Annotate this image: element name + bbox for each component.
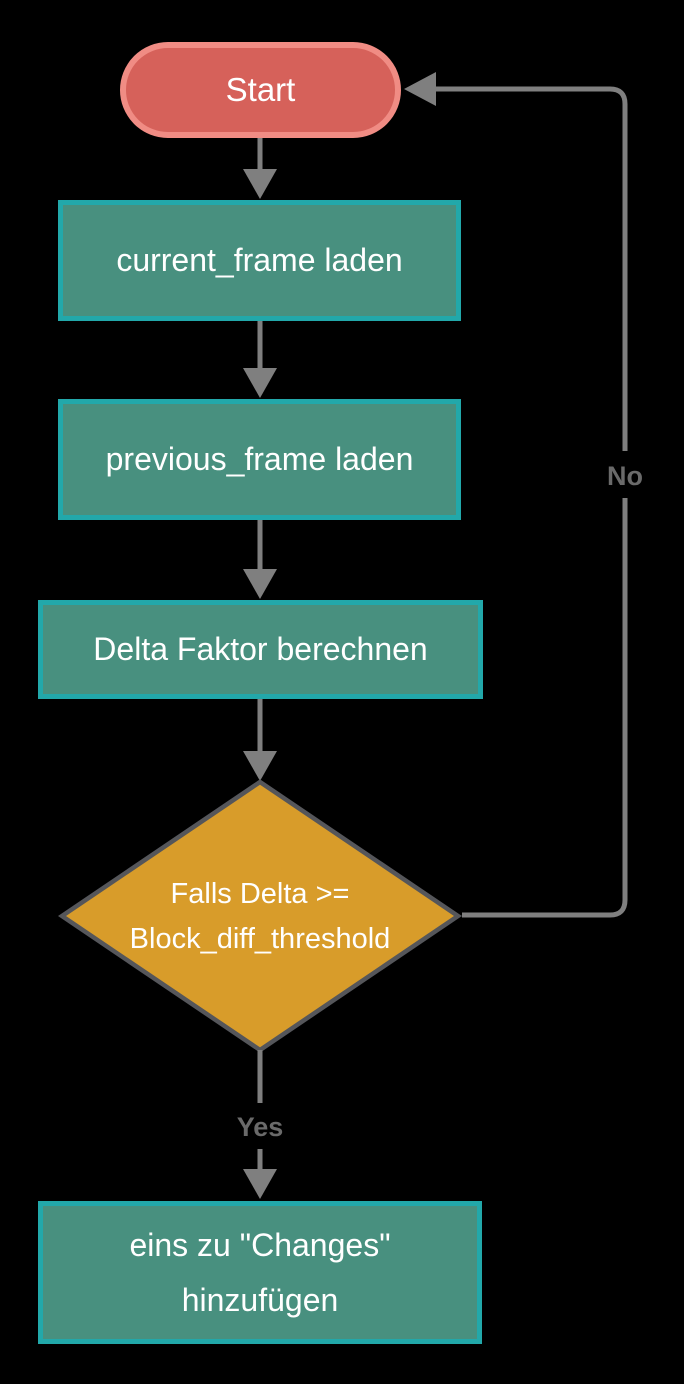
edge-label-yes: Yes <box>220 1105 300 1149</box>
node-load-current-frame-label: current_frame laden <box>116 242 403 278</box>
arrowhead-previous-to-delta <box>243 569 277 599</box>
edge-label-no: No <box>585 454 665 498</box>
decision-label-line1: Falls Delta >= <box>170 878 350 910</box>
node-compute-delta: Delta Faktor berechnen <box>38 600 483 699</box>
edge-decision-to-start-no-loop <box>436 86 628 918</box>
node-compute-delta-label: Delta Faktor berechnen <box>93 631 428 667</box>
add-to-changes-line1: eins zu "Changes" <box>129 1226 391 1263</box>
node-start-label: Start <box>225 71 296 108</box>
decision-label-line2: Block_diff_threshold <box>129 923 391 955</box>
arrowhead-current-to-previous <box>243 368 277 398</box>
add-to-changes-line2: hinzufügen <box>181 1281 339 1318</box>
arrowhead-start-to-current <box>243 169 277 199</box>
node-start: Start <box>120 42 401 138</box>
arrowhead-no-loop-to-start <box>404 72 436 106</box>
arrowhead-delta-to-decision <box>243 751 277 781</box>
arrowhead-decision-to-changes <box>243 1169 277 1199</box>
node-load-current-frame: current_frame laden <box>58 200 461 321</box>
decision-diamond-label: Falls Delta >= Block_diff_threshold <box>90 872 430 962</box>
node-add-to-changes-label: eins zu "Changes" hinzufügen <box>129 1218 390 1328</box>
node-load-previous-frame-label: previous_frame laden <box>105 441 414 477</box>
node-load-previous-frame: previous_frame laden <box>58 399 461 520</box>
node-add-to-changes: eins zu "Changes" hinzufügen <box>38 1201 482 1344</box>
